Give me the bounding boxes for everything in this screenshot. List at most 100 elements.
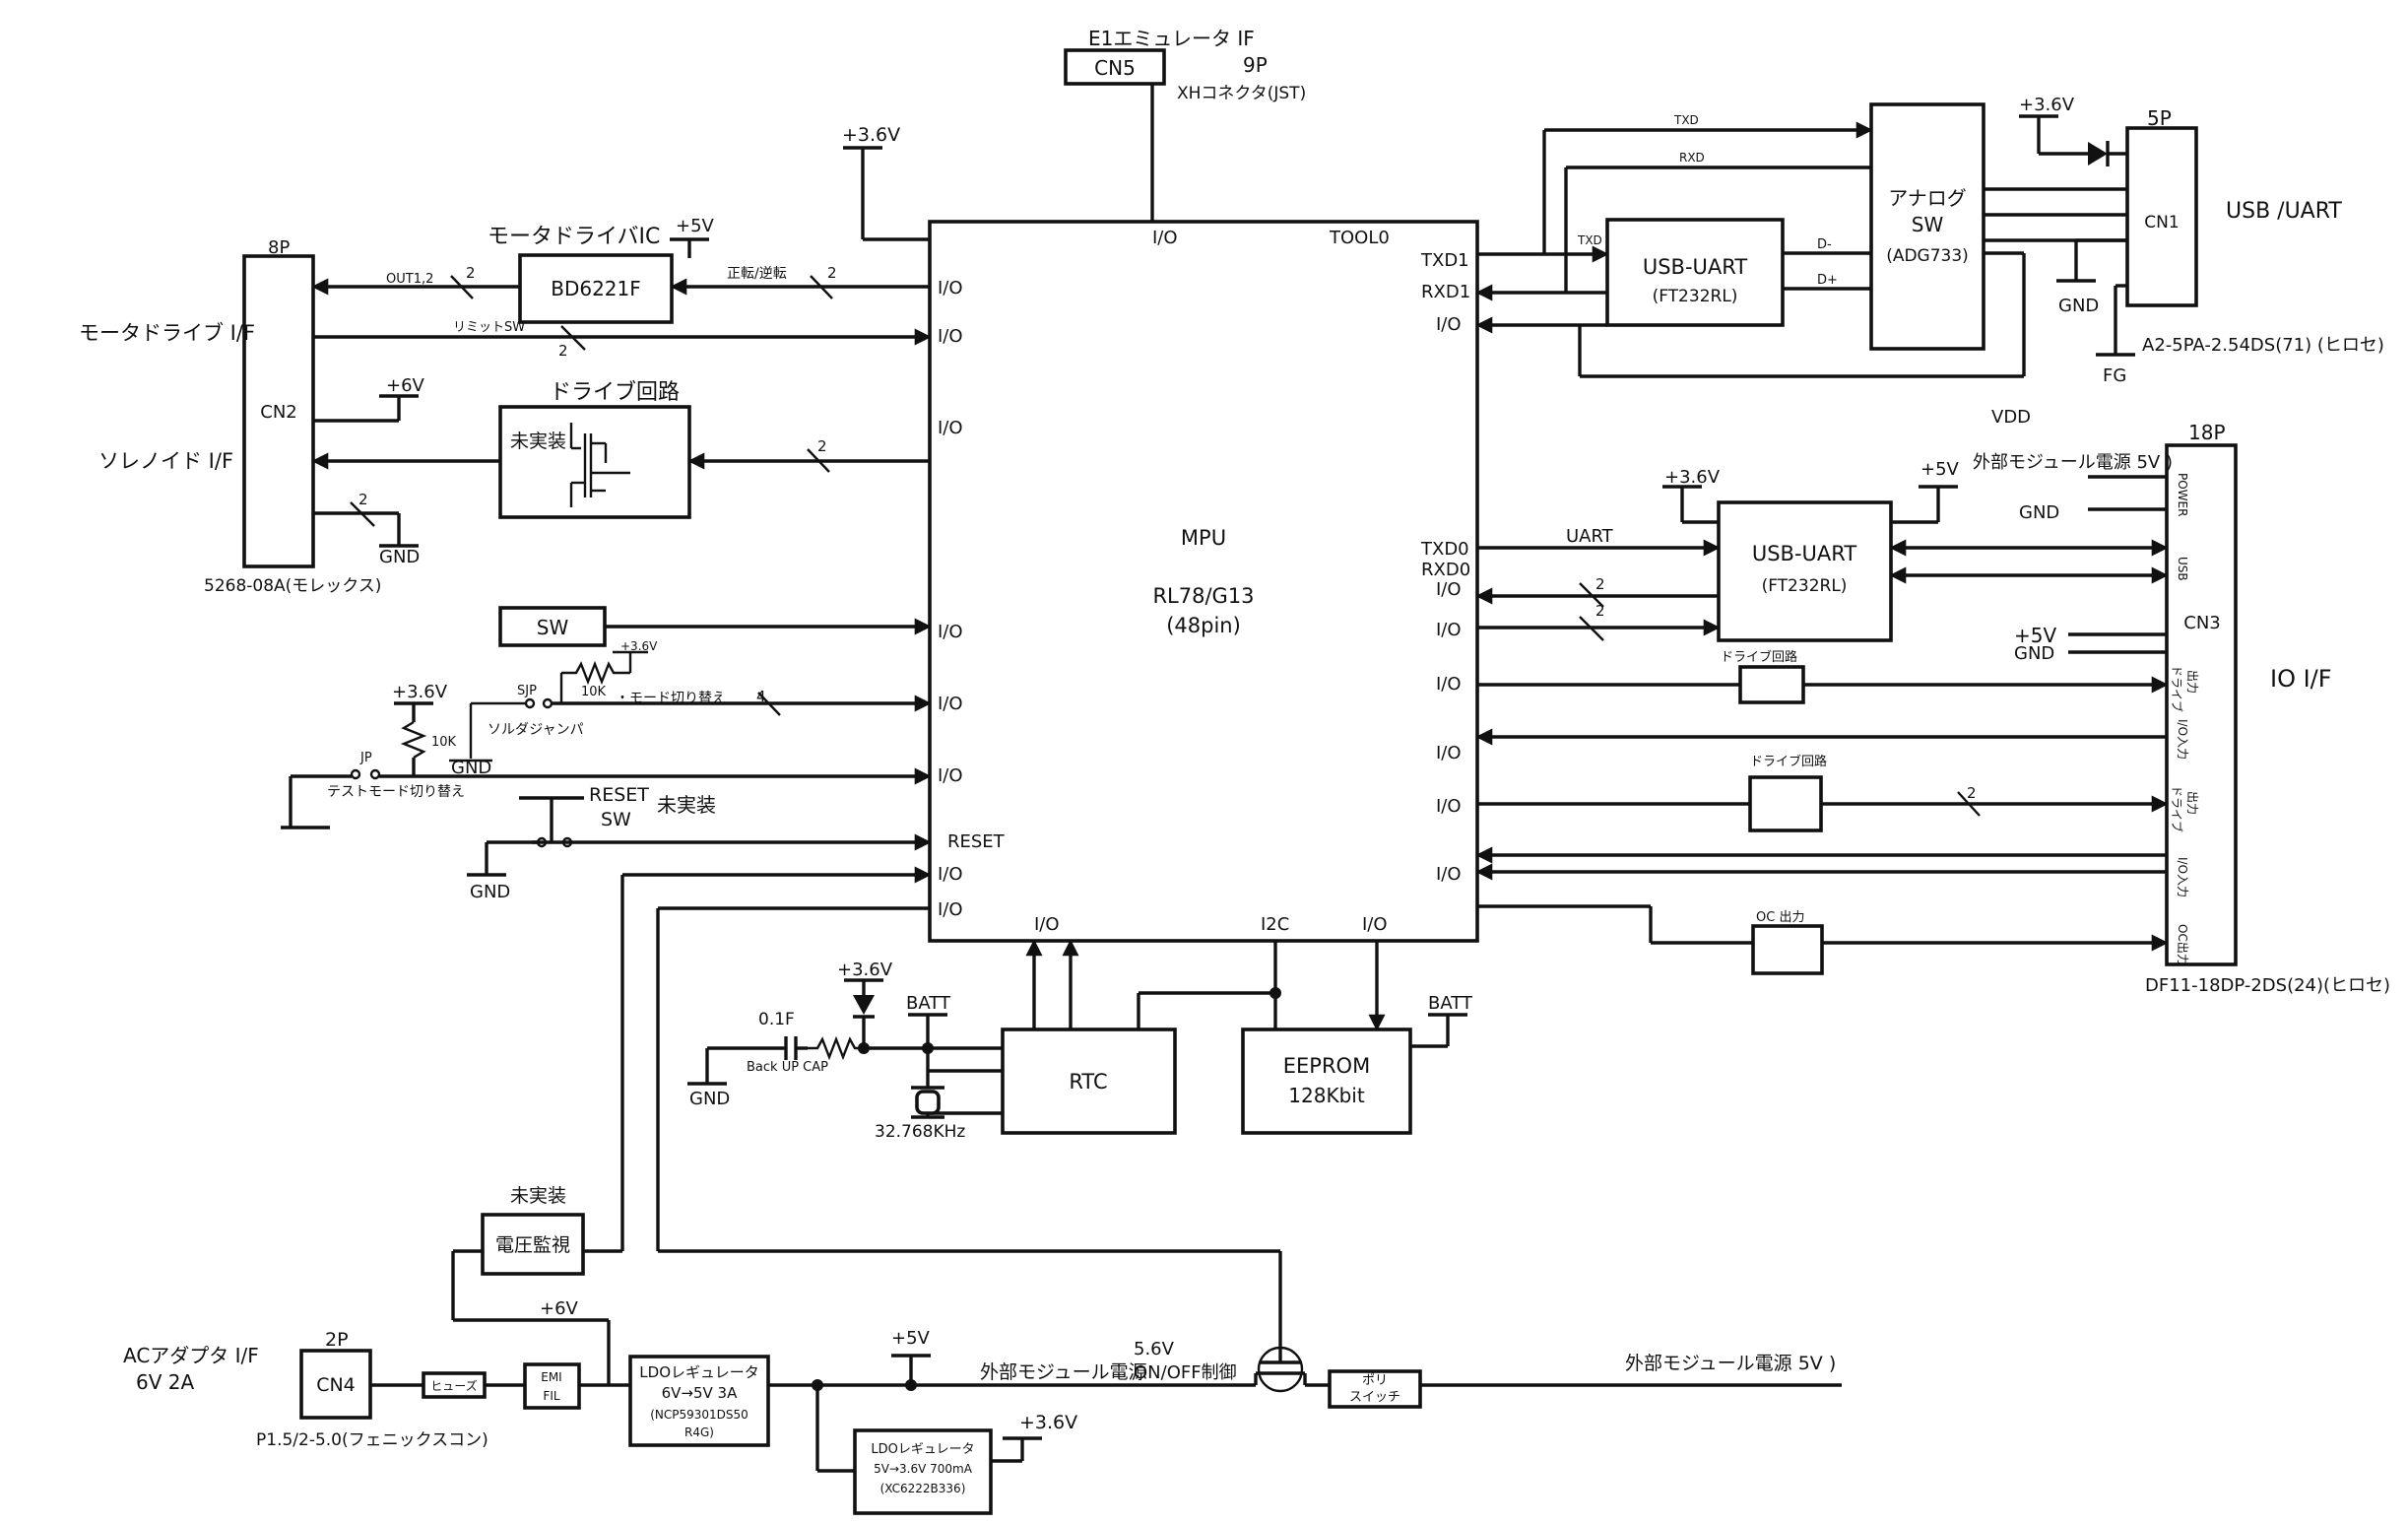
usb-uart-2-part: (FT232RL) [1762, 576, 1848, 596]
gnd-jp: GND [451, 758, 491, 778]
mpu-i2c: I2C [1261, 914, 1289, 935]
emi-label-1: EMI [541, 1370, 561, 1384]
ldo2-title: LDOレギュレータ [871, 1442, 974, 1457]
batt-rtc: BATT [906, 993, 951, 1014]
ac-adapter-1: ACアダプタ I/F [123, 1344, 259, 1367]
drive-not-mounted: 未実装 [510, 431, 566, 452]
e1-if-label: E1エミュレータ IF [1088, 27, 1255, 50]
cn5-type: XHコネクタ(JST) [1177, 84, 1306, 103]
usb-uart-2-block [1717, 500, 1893, 642]
usb-uart-1-block [1605, 218, 1785, 327]
bd6221f-label: BD6221F [551, 277, 641, 300]
mpu-io-r5: I/O [1436, 743, 1462, 763]
gnd-cn1: GND [2058, 296, 2099, 316]
fuse-label: ヒューズ [430, 1378, 477, 1393]
dminus-label: D- [1817, 237, 1832, 252]
gnd-reset: GND [470, 882, 510, 902]
cn5-pins: 9P [1243, 53, 1268, 77]
mpu-block [928, 220, 1479, 943]
mpu-io-l5: I/O [938, 694, 963, 714]
mpu-io-l4: I/O [938, 622, 963, 642]
cn3-type: DF11-18DP-2DS(24)(ヒロセ) [2145, 975, 2390, 996]
drive-circuit-block [498, 405, 691, 519]
io-if: IO I/F [2270, 665, 2332, 693]
cn5-label: CN5 [1094, 56, 1136, 80]
voltage-monitor-label: 電圧監視 [495, 1234, 570, 1256]
cap-label: 0.1F [758, 1010, 795, 1029]
rxd-line-label: RXD [1679, 151, 1705, 165]
cn4-pins: 2P [325, 1329, 349, 1351]
txd-small-label: TXD [1577, 233, 1602, 247]
cn1-label: CN1 [2144, 213, 2179, 232]
mpu-io-r2: I/O [1436, 579, 1462, 600]
v5-u2: +5V [1920, 459, 1960, 480]
mpu-rxd0: RXD0 [1421, 560, 1470, 580]
gnd-cn3-b: GND [2014, 643, 2054, 664]
mpu-io-r3: I/O [1436, 620, 1462, 640]
motor-drive-if: モータドライブ I/F [79, 321, 255, 345]
xtal-label: 32.768KHz [875, 1122, 965, 1142]
v36-top: +3.6V [842, 124, 900, 146]
mpu-rxd1: RXD1 [1421, 282, 1470, 302]
solder-jumper: ソルダジャンパ [488, 722, 584, 738]
cn3-drive-out-1: ドライブ [2170, 665, 2184, 712]
cn3-io-in-2: I/O入力 [2176, 857, 2189, 897]
rtc-label: RTC [1069, 1070, 1107, 1094]
cn2-connector [242, 254, 315, 568]
ldo1-block [628, 1355, 770, 1447]
emi-label-2: FIL [543, 1389, 559, 1403]
usb-uart-if: USB /UART [2226, 199, 2342, 224]
mpu-txd0: TXD0 [1420, 539, 1469, 560]
gnd-cn2: GND [379, 547, 420, 567]
solenoid-if: ソレノイド I/F [98, 449, 233, 473]
onoff-1: 5.6V [1134, 1339, 1175, 1359]
vdd-label: VDD [1991, 407, 2031, 428]
ext-module-power-top: 外部モジュール電源 5V ) [1973, 452, 2173, 473]
cn4-type: P1.5/2-5.0(フェニックスコン) [256, 1430, 488, 1450]
rtc-block [1001, 1028, 1177, 1135]
fuse-block [422, 1371, 487, 1399]
cn4-label: CN4 [316, 1374, 356, 1396]
mpu-tool0: TOOL0 [1329, 228, 1390, 248]
cn1-pins: 5P [2147, 106, 2172, 130]
usb-uart-2-title: USB-UART [1752, 542, 1856, 565]
mpu-pins: (48pin) [1166, 614, 1241, 637]
cn1-type: A2-5PA-2.54DS(71) (ヒロセ) [2142, 335, 2384, 356]
oc-out-block [1751, 924, 1824, 975]
batt-eeprom: BATT [1428, 993, 1473, 1014]
poly-switch-block [1328, 1369, 1422, 1409]
drive-circuit-small-2: ドライブ回路 [1750, 754, 1827, 769]
mpu-part: RL78/G13 [1152, 584, 1254, 608]
mode-switch: ・モード切り替え [616, 691, 726, 706]
ldo1-part-1: (NCP59301DS50 [650, 1408, 748, 1422]
mpu-io-r7: I/O [1436, 864, 1462, 885]
mpu-io-r4: I/O [1436, 674, 1462, 695]
bus-2-d: 2 [358, 491, 368, 508]
v36-sjp: +3.6V [620, 639, 658, 653]
bus-2-h: 2 [1967, 784, 1977, 802]
bus-2-g: 2 [1595, 602, 1605, 620]
emi-filter-block [523, 1362, 581, 1410]
v36-jp: +3.6V [392, 682, 448, 702]
cn3-usb: USB [2176, 557, 2189, 581]
eeprom-label: EEPROM [1283, 1054, 1370, 1078]
v36-rtc: +3.6V [837, 960, 893, 980]
mpu-txd1: TXD1 [1420, 250, 1469, 271]
ext-power-out: 外部モジュール電源 5V ) [1625, 1353, 1836, 1374]
mpu-io-l3: I/O [938, 418, 963, 438]
vm-not-mounted: 未実装 [510, 1185, 566, 1207]
drive-circuit-r2 [1748, 775, 1823, 832]
analog-sw-part: (ADG733) [1886, 246, 1969, 266]
v36-u2: +3.6V [1664, 467, 1721, 488]
analog-sw-block [1869, 102, 1985, 351]
cn3-pins: 18P [2188, 421, 2226, 444]
ldo1-part-2: R4G) [684, 1426, 714, 1439]
reset-sw-label-2: SW [601, 809, 631, 830]
cn3-power: POWER [2176, 473, 2189, 516]
gnd-cn3: GND [2019, 502, 2059, 523]
reset-not-mounted: 未実装 [657, 793, 716, 817]
limit-sw-label: リミットSW [453, 320, 525, 335]
v36-ldo2: +3.6V [1019, 1412, 1077, 1433]
v5-md: +5V [676, 216, 715, 236]
